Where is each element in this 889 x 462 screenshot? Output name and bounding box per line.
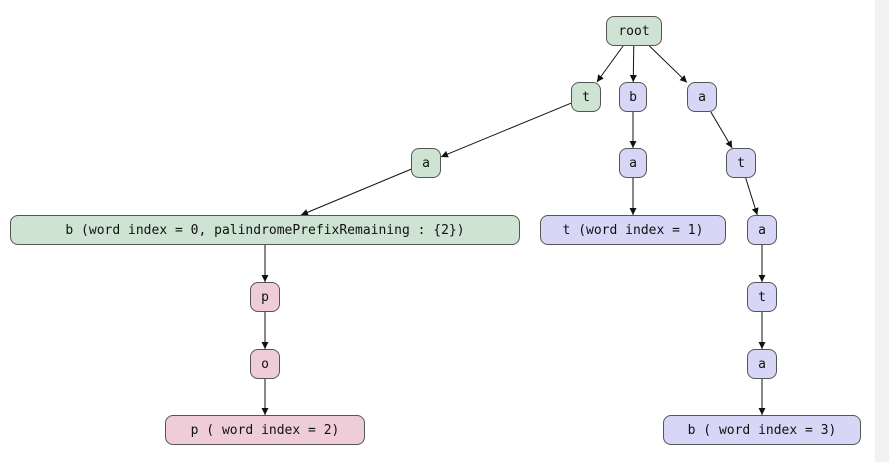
edge-a2-b2 — [300, 168, 412, 216]
tree-node-p1: p — [250, 282, 280, 312]
tree-node-b1: b — [619, 82, 647, 112]
edge-root-b1 — [629, 45, 637, 83]
tree-node-o1: o — [250, 349, 280, 379]
right-edge-strip — [875, 0, 889, 462]
tree-node-a4: a — [747, 215, 777, 245]
tree-node-b2: b (word index = 0, palindromePrefixRemai… — [10, 215, 520, 245]
edge-root-a1 — [649, 45, 688, 83]
tree-node-a2: a — [411, 148, 441, 178]
edge-t1-a2 — [440, 102, 572, 158]
tree-node-a5: a — [747, 349, 777, 379]
edge-a1-t2 — [710, 111, 733, 149]
tree-node-t1: t — [571, 82, 601, 112]
tree-node-t3: t (word index = 1) — [540, 215, 726, 245]
tree-node-b3: b ( word index = 3) — [663, 415, 861, 445]
tree-node-a3: a — [619, 148, 647, 178]
edge-t2-a4 — [745, 177, 759, 216]
tree-node-root: root — [606, 16, 662, 46]
tree-node-a1: a — [687, 82, 717, 112]
tree-node-t4: t — [747, 282, 777, 312]
tree-node-p2: p ( word index = 2) — [165, 415, 365, 445]
edge-root-t1 — [596, 45, 624, 83]
tree-node-t2: t — [726, 148, 756, 178]
